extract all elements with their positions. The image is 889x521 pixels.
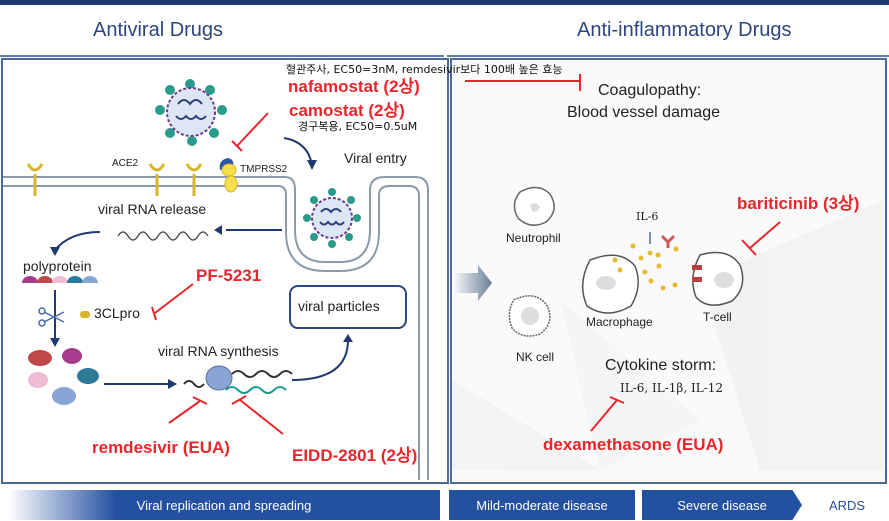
neutrophil-label: Neutrophil (506, 231, 561, 245)
neutrophil-icon (513, 186, 555, 226)
arrow-heads (50, 160, 353, 389)
pf5231-label: PF-5231 (196, 266, 262, 285)
stage-viral-replication: Viral replication and spreading (8, 490, 440, 520)
tmprss2-icon (219, 158, 238, 193)
viral-particles-box (289, 285, 407, 329)
ace2-receptor-icon (26, 163, 203, 196)
3clpro-label: 3CLpro (94, 305, 140, 321)
cytokines-list: IL-6, IL-1β, IL-12 (620, 381, 724, 395)
right-header: Anti-inflammatory Drugs (447, 5, 889, 57)
antibody-icon (660, 234, 676, 248)
top-bar (0, 0, 889, 5)
stage-ards: ARDS (808, 490, 886, 520)
blood-vessel-damage-label: Blood vessel damage (567, 104, 720, 121)
stage-label: Severe disease (677, 497, 767, 513)
macrophage-label: Macrophage (586, 315, 653, 329)
camostat-label: camostat (2상) (289, 101, 405, 120)
virus-entry-icon (303, 188, 361, 248)
eidd2801-label: EIDD-2801 (2상) (292, 446, 418, 465)
viral-particles-label: viral particles (298, 298, 380, 314)
macrophage-icon (581, 254, 639, 314)
ace2-label: ACE2 (112, 158, 139, 169)
rna-polymerase-icon (183, 365, 293, 394)
stage-mild-moderate: Mild-moderate disease (449, 490, 635, 520)
nk-cell-label: NK cell (516, 350, 555, 364)
viral-rna-synthesis-label: viral RNA synthesis (158, 343, 279, 359)
virus-icon (155, 79, 227, 146)
antiviral-title: Antiviral Drugs (93, 19, 224, 41)
stage-label: Viral replication and spreading (136, 497, 312, 513)
protein-fragments-icon (28, 348, 99, 405)
camostat-note: 경구복용, EC50=0.5uM (298, 120, 418, 133)
stage-label: ARDS (828, 497, 866, 513)
polyprotein-icon (22, 276, 98, 283)
polyprotein-label: polyprotein (23, 258, 92, 274)
anti-inflammatory-panel (450, 58, 887, 484)
tcell-icon (692, 251, 744, 306)
transition-arrow-icon (452, 265, 492, 301)
cytokine-storm-label: Cytokine storm: (605, 357, 717, 374)
stage-label: Mild-moderate disease (476, 497, 608, 513)
3clpro-icon (80, 311, 90, 318)
remdesivir-label: remdesivir (EUA) (92, 438, 230, 457)
il6-label: IL-6 (636, 210, 659, 223)
antiviral-panel (1, 58, 449, 484)
viral-entry-label: Viral entry (344, 150, 407, 166)
cell-membrane (3, 176, 429, 480)
anti-inflammatory-title: Anti-inflammatory Drugs (577, 19, 792, 41)
cytokine-dots-icon (612, 243, 679, 291)
nafamostat-label: nafamostat (2상) (288, 77, 420, 96)
stage-severe: Severe disease (642, 490, 802, 520)
dexamethasone-label: dexamethasone (EUA) (543, 435, 724, 454)
left-header: Antiviral Drugs (0, 5, 444, 57)
nafamostat-note: 혈관주사, EC50=3nM, remdesivir보다 100배 높은 효능 (286, 63, 563, 76)
viral-rna-release-label: viral RNA release (98, 201, 207, 217)
tcell-label: T-cell (703, 310, 732, 324)
tmprss2-label: TMPRSS2 (240, 164, 288, 175)
coagulopathy-label: Coagulopathy: (598, 82, 702, 99)
scissors-icon (38, 307, 65, 327)
rna-strand-icon (117, 231, 209, 241)
bariticinib-label: bariticinib (3상) (737, 194, 860, 213)
nk-cell-icon (508, 295, 551, 337)
inhibition-lines (151, 74, 781, 435)
